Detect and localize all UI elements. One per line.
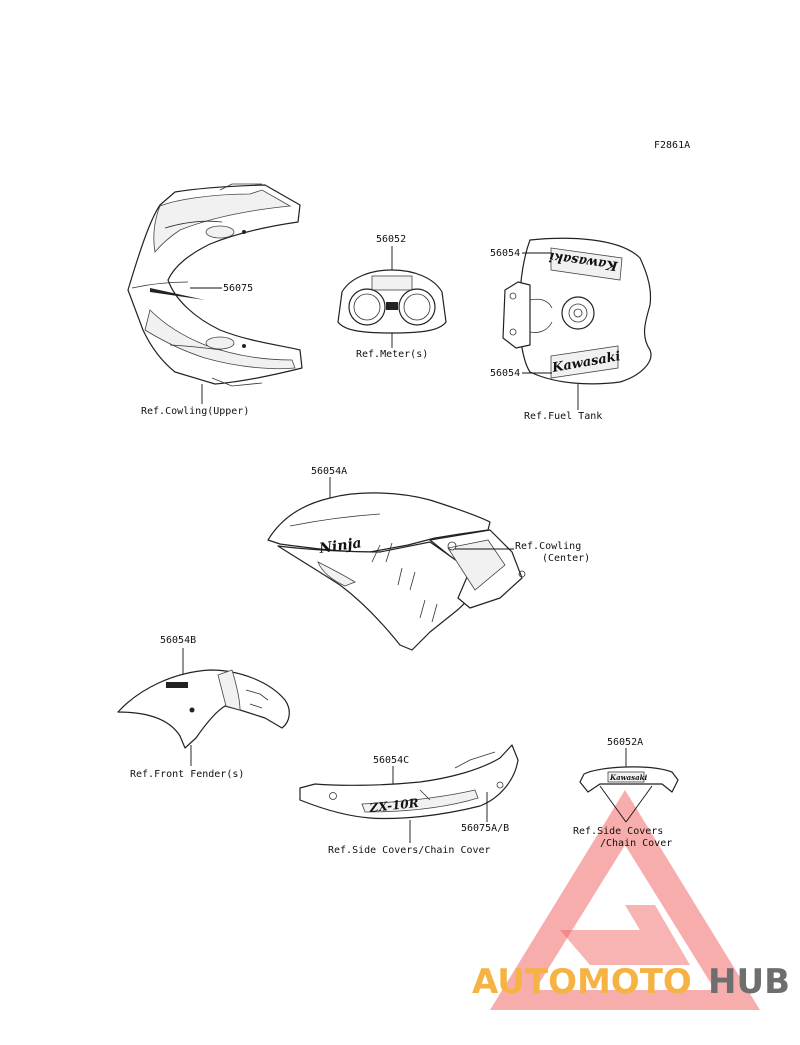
watermark-text-hub: HUB xyxy=(708,962,790,1002)
ref-side-covers-chain: Ref.Side Covers/Chain Cover xyxy=(328,845,491,856)
rear-decal: Kawasaki xyxy=(609,773,648,782)
part-number-56075: 56075 xyxy=(223,283,253,294)
meter-decal: 56052 Ref.Meter(s) xyxy=(337,234,447,360)
center-cowling: 56054A Ninja Ref.Cowling (Center) xyxy=(267,466,590,651)
part-number-56052A: 56052A xyxy=(607,737,643,748)
rear-piece: 56052A Kawasaki Ref.Side Covers /Chain C… xyxy=(573,737,679,849)
watermark-inner-mark xyxy=(560,905,690,965)
ref-fuel-tank: Ref.Fuel Tank xyxy=(524,411,602,422)
diagram-id: F2861A xyxy=(654,140,690,151)
ref-rear-line2: /Chain Cover xyxy=(600,838,672,849)
ref-cowling-center-line2: (Center) xyxy=(542,553,590,564)
part-number-56054B: 56054B xyxy=(160,635,196,646)
fuel-tank: Kawasaki Kawasaki 56054 56054 Ref.Fuel T… xyxy=(490,237,652,422)
ref-cowling-center-line1: Ref.Cowling xyxy=(515,541,581,552)
part-number-56054A: 56054A xyxy=(311,466,347,477)
upper-cowling: 56075 Ref.Cowling(Upper) xyxy=(127,183,303,417)
part-number-56054-bottom: 56054 xyxy=(490,368,520,379)
ref-front-fender: Ref.Front Fender(s) xyxy=(130,769,244,780)
ref-rear-line1: Ref.Side Covers xyxy=(573,826,663,837)
watermark-text-auto: AUTOMOTO xyxy=(472,962,692,1002)
part-number-56052: 56052 xyxy=(376,234,406,245)
cowling-decal-ninja: Ninja xyxy=(317,535,362,557)
watermark-logo: AUTOMOTO HUB xyxy=(472,790,790,1010)
part-number-56054C: 56054C xyxy=(373,755,409,766)
side-covers: 56054C ZX-10R 56075A/B Ref.Side Covers/C… xyxy=(299,744,519,856)
front-fender: 56054B Ref.Front Fender(s) xyxy=(117,635,290,780)
watermark-triangle xyxy=(490,790,760,1010)
part-number-56054-top: 56054 xyxy=(490,248,520,259)
ref-cowling-upper: Ref.Cowling(Upper) xyxy=(141,406,249,417)
side-cover-decal: ZX-10R xyxy=(368,796,420,815)
ref-meters: Ref.Meter(s) xyxy=(356,349,428,360)
part-number-56075AB: 56075A/B xyxy=(461,823,509,834)
